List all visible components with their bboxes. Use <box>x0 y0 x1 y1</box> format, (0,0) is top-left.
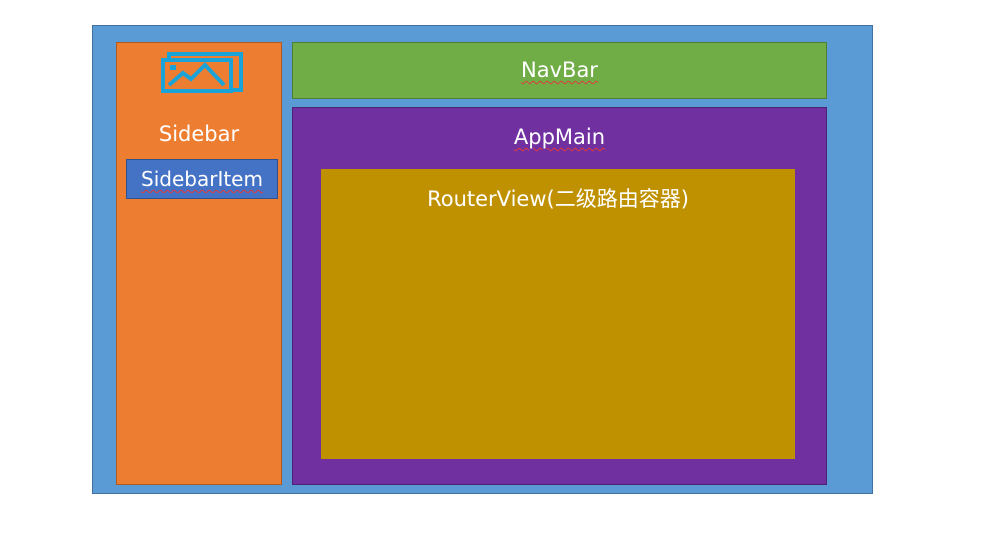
images-icon <box>161 52 243 95</box>
sidebar-item[interactable]: SidebarItem <box>126 159 278 199</box>
appmain-label-wrap: AppMain <box>292 122 827 152</box>
sidebar-item-label: SidebarItem <box>141 167 263 191</box>
navbar-label: NavBar <box>521 58 598 82</box>
navbar[interactable]: NavBar <box>292 42 827 99</box>
routerview-box <box>321 169 795 459</box>
appmain-label: AppMain <box>513 125 606 149</box>
routerview-label-wrap: RouterView(二级路由容器) <box>321 184 795 214</box>
sidebar-label: Sidebar <box>158 122 240 146</box>
routerview-label: RouterView(二级路由容器) <box>427 187 689 211</box>
sidebar-box <box>116 42 282 485</box>
